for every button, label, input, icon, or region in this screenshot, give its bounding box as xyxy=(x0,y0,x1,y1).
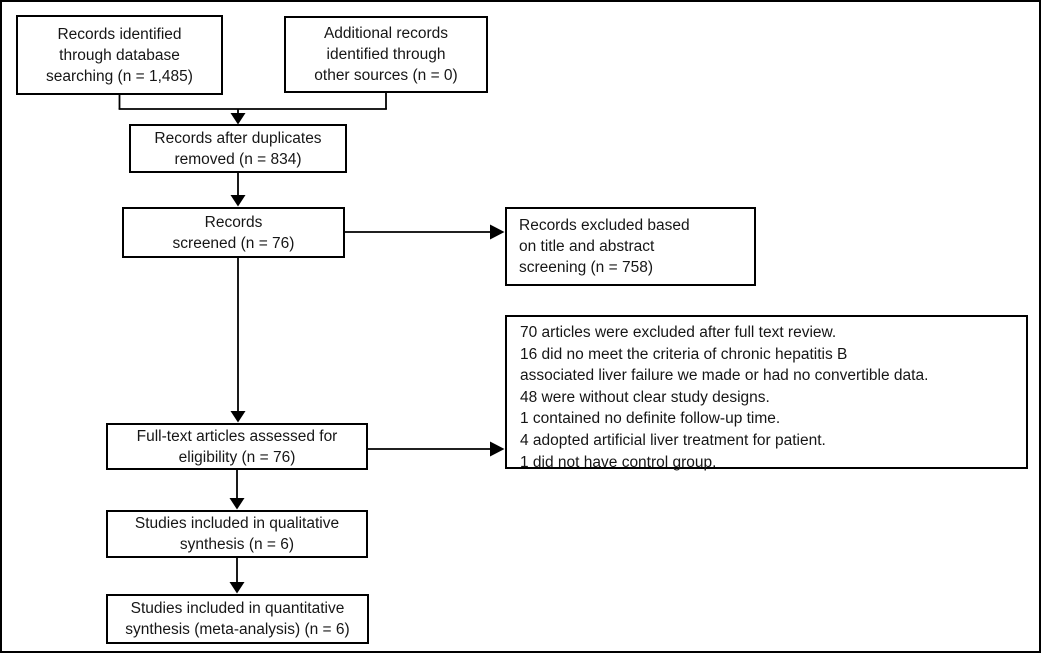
box-records-screened: Records screened (n = 76) xyxy=(122,207,345,258)
box-quantitative-synthesis: Studies included in quantitative synthes… xyxy=(106,594,369,644)
connector-fulltext-to-reasons xyxy=(368,441,505,457)
exclusion-reason-line: 1 contained no definite follow-up time. xyxy=(520,410,781,428)
connector-fulltext-to-qualitative xyxy=(229,470,245,510)
connector-screened-to-excluded xyxy=(345,224,505,240)
box-records-after-duplicates: Records after duplicates removed (n = 83… xyxy=(129,124,347,173)
box-fulltext-exclusion-reasons: 70 articles were excluded after full tex… xyxy=(505,315,1028,471)
exclusion-reason-line: 70 articles were excluded after full tex… xyxy=(520,324,837,341)
connector-duplicates-to-screened xyxy=(230,173,246,207)
box-fulltext-assessed: Full-text articles assessed for eligibil… xyxy=(106,423,368,470)
connector-identified-to-duplicates xyxy=(118,93,387,125)
exclusion-reason-line: 4 adopted artificial liver treatment for… xyxy=(520,431,826,449)
connector-qualitative-to-quantitative xyxy=(229,558,245,594)
exclusion-reason-line: 16 did no meet the criteria of chronic h… xyxy=(520,345,848,363)
box-records-identified-database: Records identified through database sear… xyxy=(16,15,223,95)
box-qualitative-synthesis: Studies included in qualitative synthesi… xyxy=(106,510,368,558)
exclusion-reason-line: 48 were without clear study designs. xyxy=(520,388,770,406)
box-additional-records-other-sources: Additional records identified through ot… xyxy=(284,16,488,93)
exclusion-reason-line: associated liver failure we made or had … xyxy=(520,367,929,385)
box-records-excluded-screening: Records excluded based on title and abst… xyxy=(505,207,756,286)
connector-screened-to-fulltext xyxy=(230,258,246,423)
exclusion-reason-line: 1 did not have control group. xyxy=(520,453,717,471)
